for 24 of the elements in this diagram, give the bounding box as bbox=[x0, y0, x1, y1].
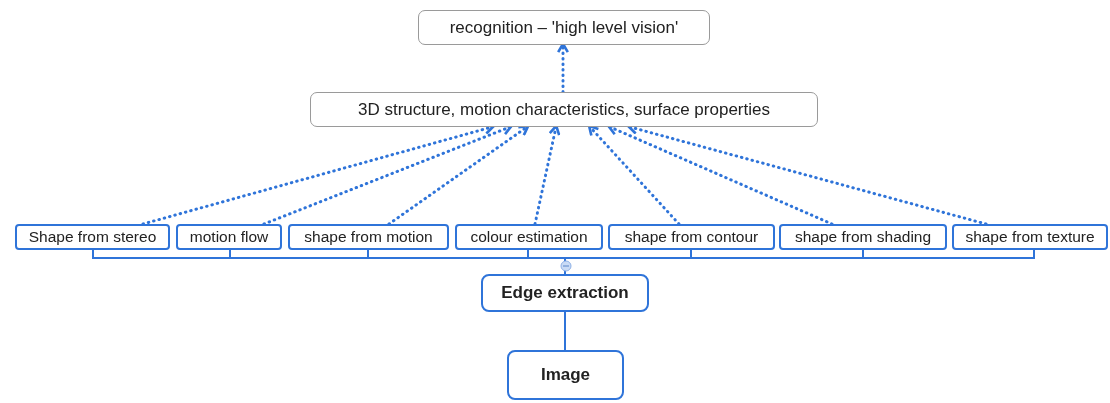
box-label: shape from motion bbox=[304, 228, 433, 246]
box-label: 3D structure, motion characteristics, surface properties bbox=[358, 99, 770, 120]
box-label: shape from contour bbox=[624, 228, 759, 246]
box-label: Shape from stereo bbox=[28, 228, 157, 246]
process-box bbox=[176, 224, 282, 250]
process-box bbox=[507, 350, 624, 400]
box-label: colour estimation bbox=[470, 228, 588, 246]
process-box bbox=[15, 224, 170, 250]
process-box bbox=[608, 224, 775, 250]
process-box bbox=[481, 274, 649, 312]
box-label: recognition – 'high level vision' bbox=[449, 17, 679, 38]
process-box bbox=[288, 224, 449, 250]
process-box bbox=[779, 224, 947, 250]
process-box bbox=[418, 10, 710, 45]
box-label: motion flow bbox=[189, 228, 269, 246]
box-label: Edge extraction bbox=[501, 283, 629, 303]
box-label: shape from shading bbox=[794, 228, 932, 246]
connector-line bbox=[564, 311, 566, 351]
process-box bbox=[952, 224, 1108, 250]
arrow bbox=[387, 125, 530, 226]
process-box bbox=[310, 92, 818, 127]
box-label: Image bbox=[540, 365, 591, 385]
box-label: shape from texture bbox=[965, 228, 1095, 246]
process-box bbox=[455, 224, 603, 250]
